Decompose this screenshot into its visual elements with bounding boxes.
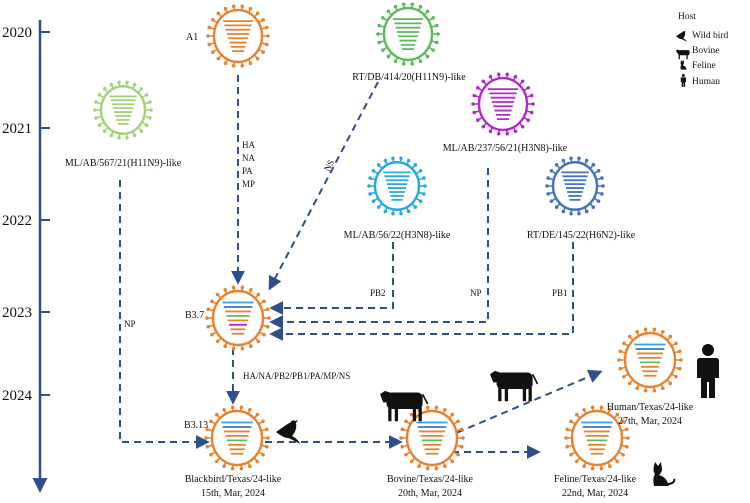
segment-label-mp: MP: [242, 179, 255, 189]
virus-ml-ab-56: [367, 156, 427, 216]
arrows: [119, 75, 603, 459]
arrow-ml567-to-blackbird: [119, 180, 210, 449]
virus-b37: [205, 285, 271, 351]
cat-icon: [653, 462, 676, 486]
virus-b313: [204, 405, 270, 471]
virus-feline: [564, 405, 630, 471]
virus-label-bovine: Bovine/Texas/24-like: [387, 474, 474, 485]
virus-envelope: [623, 331, 677, 389]
virus-spikes: [367, 156, 427, 216]
virus-date-feline: 22nd, Mar, 2024: [562, 488, 628, 499]
virus-rt-db: [376, 2, 440, 66]
virus-a1: [206, 4, 270, 68]
virus-label-rt-db: RT/DB/414/20(H11N9)-like: [352, 72, 466, 83]
year-label-2024: 2024: [2, 388, 33, 404]
arrow-ml237-to-b37: [269, 168, 489, 329]
segment-label-np-ml237: NP: [470, 288, 482, 298]
legend-item-wild-bird: Wild bird: [692, 31, 729, 41]
legend-item-feline: Feline: [692, 61, 716, 71]
year-label-2023: 2023: [2, 305, 32, 321]
human-icon: [697, 344, 719, 398]
virus-rt-de: [545, 156, 605, 216]
bird-icon: [276, 420, 300, 444]
virus-label-a1: A1: [186, 32, 198, 43]
virus-human: [617, 327, 683, 393]
virus-envelope: [211, 289, 265, 347]
virus-envelope: [212, 8, 264, 64]
virus-envelope: [405, 409, 459, 467]
segment-labels: HA NA PA MP NS PB2 NP PB1 NP HA/NA/PB2/P…: [124, 140, 568, 381]
virus-label-ml-ab-237: ML/AB/237/56/21(H3N8)-like: [443, 143, 568, 154]
segment-label-pa: PA: [242, 166, 253, 176]
virus-date-blackbird: 15th, Mar, 2024: [201, 488, 265, 499]
virus-ml-ab-567: [93, 80, 153, 140]
segment-label-ha: HA: [242, 140, 255, 150]
cow-icon: [490, 370, 539, 402]
virus-date-human: 27th, Mar, 2024: [618, 416, 682, 427]
virus-envelope: [210, 409, 264, 467]
virus-label-ml-ab-56: ML/AB/56/22(H3N8)-like: [344, 230, 451, 241]
bird-icon: [676, 31, 687, 42]
virus-bovine: [399, 405, 465, 471]
virus-label-b37: B3.7: [185, 310, 204, 321]
segment-label-np-ml567: NP: [124, 319, 136, 329]
segment-label-pb2: PB2: [370, 288, 386, 298]
virus-envelope: [99, 85, 147, 135]
arrow-rtdb-to-b37: [268, 81, 379, 291]
segment-label-b37-to-b313: HA/NA/PB2/PB1/PA/MP/NS: [243, 371, 350, 381]
virus-label-human: Human/Texas/24-like: [607, 402, 694, 413]
virus-label-b313: B3.13: [184, 420, 208, 431]
cat-icon: [680, 60, 687, 70]
year-label-2021: 2021: [2, 121, 32, 137]
host-legend: Host Wild bird Bovine Feline Human: [676, 12, 729, 87]
human-icon: [680, 74, 687, 87]
virus-envelope: [373, 161, 421, 211]
legend-item-human: Human: [692, 77, 720, 87]
year-label-2022: 2022: [2, 213, 32, 229]
arrow-rtde-to-b37: [269, 242, 574, 341]
virus-label-feline: Feline/Texas/24-like: [554, 474, 637, 485]
virus-envelope: [477, 76, 529, 132]
virus-envelope: [382, 6, 434, 62]
virus-envelope: [551, 161, 599, 211]
segment-label-pb1: PB1: [552, 288, 568, 298]
virus-ml-ab-237: [471, 72, 535, 136]
virus-label-rt-de: RT/DE/145/22(H6N2)-like: [527, 230, 636, 241]
segment-label-ns: NS: [322, 158, 336, 173]
segment-label-na: NA: [242, 153, 255, 163]
legend-title: Host: [678, 12, 696, 22]
virus-label-blackbird: Blackbird/Texas/24-like: [185, 474, 282, 485]
virus-date-bovine: 20th, Mar, 2024: [398, 488, 462, 499]
virus-label-ml-ab-567: ML/AB/567/21(H11N9)-like: [65, 158, 182, 169]
timeline-axis: 2020 2021 2022 2023 2024: [2, 20, 50, 493]
legend-item-bovine: Bovine: [692, 46, 719, 56]
arrow-ml56-to-b37: [269, 242, 394, 315]
year-label-2020: 2020: [2, 25, 32, 41]
virus-labels: A1 RT/DB/414/20(H11N9)-like ML/AB/567/21…: [65, 32, 694, 499]
cow-icon: [676, 49, 690, 60]
cow-icon: [380, 390, 429, 422]
virus-envelope: [570, 409, 624, 467]
